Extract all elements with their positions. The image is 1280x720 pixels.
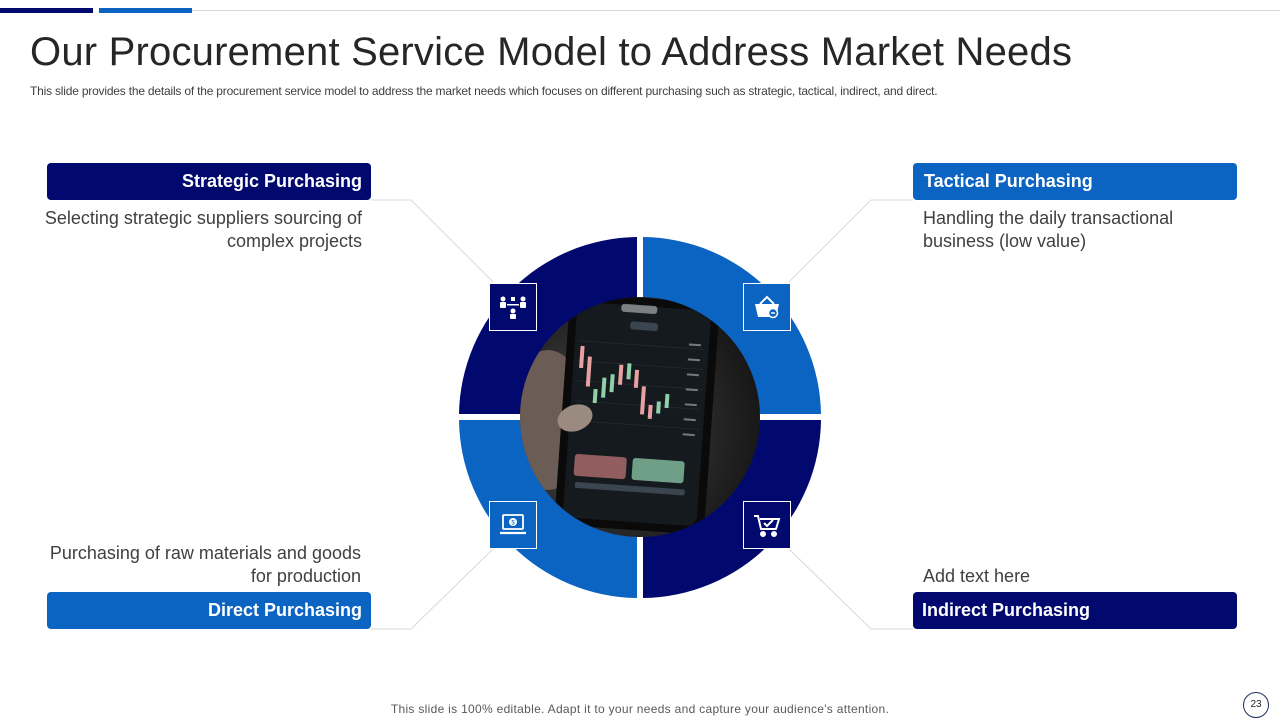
indirect-purchasing-label: Indirect Purchasing xyxy=(913,592,1237,629)
direct-description: Purchasing of raw materials and goods fo… xyxy=(49,543,361,586)
slide-subtitle: This slide provides the details of the p… xyxy=(30,84,938,98)
tactical-purchasing-label: Tactical Purchasing xyxy=(913,163,1237,200)
indirect-description: Add text here xyxy=(923,566,1031,586)
connector-direct xyxy=(371,548,494,630)
shopping-basket-icon xyxy=(743,283,791,331)
laptop-dollar-icon: $ xyxy=(489,501,537,549)
connector-strategic xyxy=(371,199,494,283)
shopping-cart-check-icon xyxy=(743,501,791,549)
slide-title: Our Procurement Service Model to Address… xyxy=(30,30,1073,74)
svg-text:$: $ xyxy=(511,521,515,527)
page-number: 23 xyxy=(1243,692,1269,718)
accent-bar-dark xyxy=(0,8,93,13)
slide-footer: This slide is 100% editable. Adapt it to… xyxy=(390,702,890,716)
strategic-description: Selecting strategic suppliers sourcing o… xyxy=(44,208,362,251)
strategic-purchasing-label: Strategic Purchasing xyxy=(47,163,371,200)
tactical-description: Handling the daily transactional busines… xyxy=(923,208,1174,251)
center-photo xyxy=(520,297,760,537)
header-divider xyxy=(192,10,1280,11)
connector-tactical xyxy=(788,199,913,283)
connector-indirect xyxy=(788,548,913,630)
direct-purchasing-label: Direct Purchasing xyxy=(47,592,371,629)
supplier-network-icon xyxy=(489,283,537,331)
accent-bar-blue xyxy=(99,8,192,13)
